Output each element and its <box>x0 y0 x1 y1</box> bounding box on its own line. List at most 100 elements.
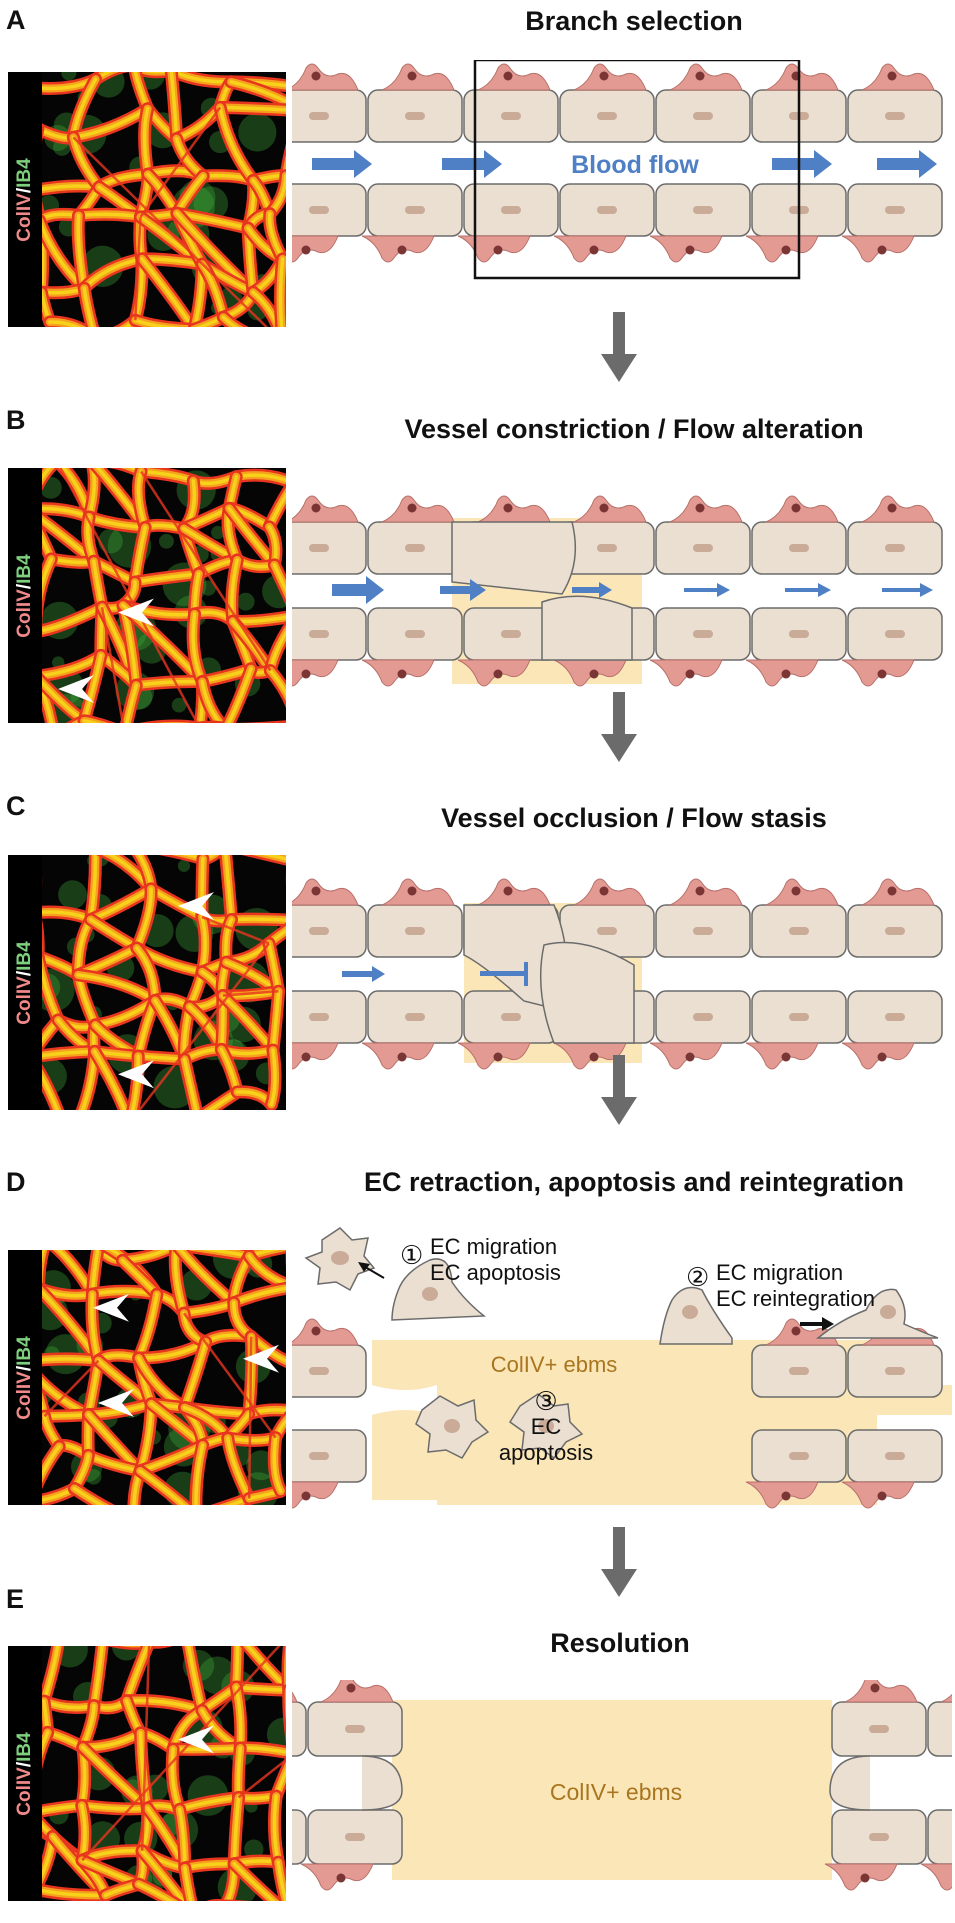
pericyte <box>861 63 935 91</box>
step-3-line-1: EC <box>531 1414 562 1439</box>
occluding-cell <box>539 941 635 1044</box>
pericyte <box>320 1680 394 1703</box>
panel-letter-e: E <box>6 1584 25 1614</box>
step-3-marker: ③ <box>534 1387 557 1417</box>
blood-flow-label: Blood flow <box>571 151 699 179</box>
pericyte <box>573 878 647 906</box>
vessel-end-cap <box>829 1755 871 1811</box>
panel-title-e: Resolution <box>550 1628 690 1658</box>
stain-label: ColIV/IB4 <box>8 468 42 723</box>
pericyte <box>292 1318 359 1346</box>
vessel-diagram-d: ① EC migration EC apoptosis ② EC migrati… <box>292 1227 952 1509</box>
arrowhead-marker <box>118 598 154 627</box>
down-arrow-3 <box>601 1055 637 1125</box>
micrograph-c: ColIV/IB4 <box>8 855 286 1110</box>
panel-b: B Vessel constriction / Flow alteration … <box>0 400 955 762</box>
pericyte <box>861 495 935 523</box>
step-2-line-1: EC migration <box>716 1260 843 1285</box>
panel-a: A Branch selection ColIV/IB4 Blood flow <box>0 0 955 382</box>
endothelial-cell <box>927 1701 952 1757</box>
panel-title-d: EC retraction, apoptosis and reintegrati… <box>363 1167 905 1197</box>
selection-box <box>473 60 801 280</box>
panel-title-c: Vessel occlusion / Flow stasis <box>441 803 827 833</box>
step-1-line-1: EC migration <box>430 1234 557 1259</box>
step-2-marker: ② <box>686 1263 709 1293</box>
panel-e: E Resolution ColIV/IB4 ColIV+ ebms <box>0 1580 955 1923</box>
vessel-diagram-a: Blood flow <box>292 60 943 280</box>
micrograph-d: ColIV/IB4 <box>8 1250 286 1505</box>
stain-label: ColIV/IB4 <box>8 72 42 327</box>
arrowhead-marker <box>243 1344 279 1373</box>
vessel-network-image <box>8 72 286 327</box>
pericyte <box>765 878 839 906</box>
panel-letter-d: D <box>6 1167 26 1197</box>
pericyte <box>765 63 839 91</box>
ebms-label: ColIV+ ebms <box>491 1352 618 1377</box>
reintegrating-cell <box>815 1288 939 1339</box>
constricting-cell <box>541 595 633 661</box>
panel-letter-b: B <box>6 405 26 435</box>
endothelial-cell <box>292 1809 307 1865</box>
panel-title-a: Branch selection <box>525 6 743 36</box>
vessel-network-image <box>8 1646 286 1901</box>
down-arrow-2 <box>601 692 637 762</box>
stain-label: ColIV/IB4 <box>8 1250 42 1505</box>
step-1-marker: ① <box>400 1241 423 1271</box>
pericyte <box>292 878 359 906</box>
pericyte <box>669 878 743 906</box>
flow-arrows <box>342 962 528 986</box>
step-3-line-2: apoptosis <box>499 1440 593 1465</box>
endothelial-cell <box>292 1701 307 1757</box>
pericyte <box>669 63 743 91</box>
flow-arrows <box>332 576 933 604</box>
pericyte <box>861 878 935 906</box>
pericyte <box>669 495 743 523</box>
panel-letter-c: C <box>6 791 26 821</box>
step-2-line-2: EC reintegration <box>716 1286 875 1311</box>
vessel-diagram-c <box>292 878 943 1070</box>
vessel-end-cap <box>361 1755 403 1811</box>
stain-label: ColIV/IB4 <box>8 855 42 1110</box>
pericyte <box>292 1481 339 1509</box>
step-1-line-2: EC apoptosis <box>430 1260 561 1285</box>
vessel-network-image <box>8 468 286 723</box>
vessel-diagram-b <box>292 495 943 687</box>
pericyte <box>381 495 455 523</box>
pericyte <box>292 495 359 523</box>
arrowhead-marker <box>178 892 214 920</box>
pericyte <box>477 63 551 91</box>
pericyte <box>940 1693 952 1703</box>
flow-arrows <box>312 150 937 178</box>
panel-c: C Vessel occlusion / Flow stasis ColIV/I… <box>0 785 955 1165</box>
pericyte <box>573 495 647 523</box>
vessel-network-image <box>8 855 286 1110</box>
pericyte <box>381 63 455 91</box>
pericyte <box>381 878 455 906</box>
pericyte <box>292 235 339 263</box>
arrowhead-marker <box>93 1293 129 1322</box>
vessel-diagram-e: ColIV+ ebms <box>292 1680 952 1891</box>
panel-d: D EC retraction, apoptosis and reintegra… <box>0 1165 955 1597</box>
pericyte <box>292 1042 339 1070</box>
endothelial-cell <box>927 1809 952 1865</box>
pericyte <box>844 1680 918 1703</box>
stain-label: ColIV/IB4 <box>8 1646 42 1901</box>
pericyte <box>765 495 839 523</box>
pericyte <box>292 1691 298 1703</box>
ebms-sheath <box>392 1700 832 1880</box>
panel-title-b: Vessel constriction / Flow alteration <box>404 414 864 444</box>
micrograph-b: ColIV/IB4 <box>8 468 286 723</box>
migrating-cell-left <box>391 1258 487 1321</box>
pericyte <box>477 495 551 523</box>
down-arrow-4 <box>601 1527 637 1597</box>
arrowhead-marker <box>98 1389 134 1417</box>
panel-letter-a: A <box>6 5 26 35</box>
down-arrow-1 <box>601 312 637 382</box>
pericyte <box>292 63 359 91</box>
pericyte <box>573 63 647 91</box>
ebms-label-e: ColIV+ ebms <box>550 1779 682 1805</box>
pericyte <box>920 1863 952 1891</box>
pericyte <box>292 659 339 687</box>
arrowhead-marker <box>58 675 94 703</box>
micrograph-a: ColIV/IB4 <box>8 72 286 327</box>
